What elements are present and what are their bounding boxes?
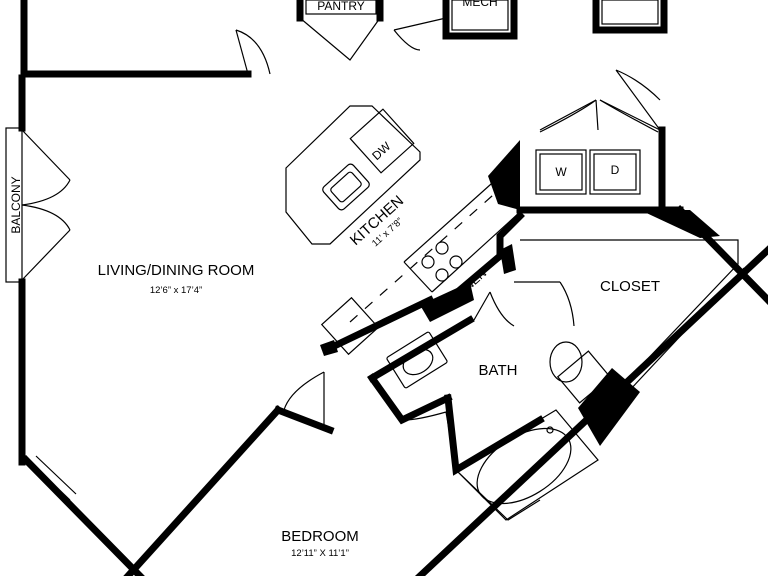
room-name-mech: MECH (462, 0, 497, 9)
room-name-balcony: BALCONY (9, 176, 23, 233)
room-name-pantry: PANTRY (317, 0, 365, 13)
washer (535, 149, 587, 195)
walls (18, 0, 768, 576)
room-dim-bedroom: 12’11” X 11’1” (291, 548, 349, 559)
dishwasher-label: DW (369, 139, 394, 163)
room-name-living: LIVING/DINING ROOM (98, 262, 255, 279)
dryer-label: D (611, 163, 620, 177)
dryer (589, 149, 641, 195)
room-name-bath: BATH (479, 362, 518, 379)
room-dim-living: 12’6” x 17’4” (150, 285, 202, 296)
wall-fills (320, 140, 720, 446)
room-name-closet: CLOSET (600, 278, 660, 295)
labels: LIVING/DINING ROOM 12’6” x 17’4” KITCHEN… (9, 0, 660, 559)
thin-lines (5, 0, 745, 521)
sink (322, 163, 370, 211)
washer-label: W (555, 165, 567, 179)
dishwasher (349, 108, 415, 174)
room-name-bedroom: BEDROOM (281, 528, 359, 545)
